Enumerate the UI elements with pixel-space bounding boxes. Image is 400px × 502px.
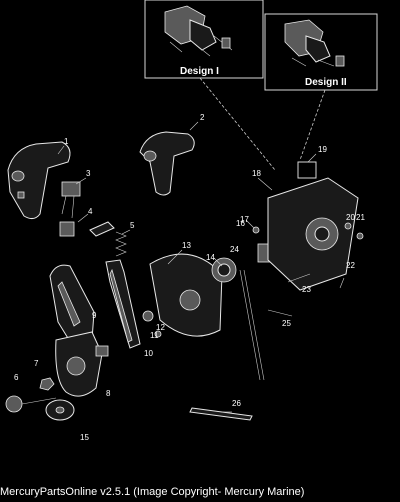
part-label-7: 7 (34, 359, 39, 368)
part-label-5: 5 (130, 221, 135, 230)
part-label-21: 21 (356, 213, 365, 222)
part-1-handle (7, 141, 71, 220)
part-7-nut (39, 377, 55, 391)
part-label-3: 3 (86, 169, 91, 178)
part-label-20: 20 (346, 213, 355, 222)
part-label-16: 16 (236, 219, 245, 228)
part-19-gasket (297, 161, 317, 179)
part-label-26: 26 (232, 399, 241, 408)
part-10-arm (105, 259, 141, 349)
part-label-17: 17 (240, 215, 249, 224)
part-2-handle (139, 131, 195, 196)
part-label-13: 13 (182, 241, 191, 250)
part-26-tie-strap (189, 407, 253, 421)
part-6-knob (5, 395, 57, 413)
part-label-11: 11 (150, 331, 159, 340)
part-label-6: 6 (14, 373, 19, 382)
copyright-caption: MercuryPartsOnline v2.5.1 (Image Copyrig… (0, 486, 305, 498)
part-25-rod (267, 309, 293, 317)
part-8-base (55, 331, 109, 397)
part-18-housing (267, 177, 359, 291)
part-17-screw (252, 226, 260, 234)
part-5-spring (115, 231, 127, 257)
part-13-plate (149, 253, 223, 337)
inset-label-design-1: Design I (180, 66, 219, 77)
part-11-12-fasteners (142, 310, 162, 338)
part-label-2: 2 (200, 113, 205, 122)
part-label-9: 9 (92, 311, 97, 320)
part-label-23: 23 (302, 285, 311, 294)
part-label-14: 14 (206, 253, 215, 262)
part-label-24: 24 (230, 245, 239, 254)
part-label-1: 1 (64, 137, 69, 146)
part-3-switch (61, 181, 81, 219)
part-label-15: 15 (80, 433, 89, 442)
part-label-4: 4 (88, 207, 93, 216)
part-label-19: 19 (318, 145, 327, 154)
part-22-pin (339, 277, 345, 289)
inset-design-2: Design II (264, 13, 378, 91)
part-label-25: 25 (282, 319, 291, 328)
part-14-bushing (211, 257, 237, 283)
part-label-12: 12 (156, 323, 165, 332)
wire-bundle (239, 269, 265, 381)
part-label-10: 10 (144, 349, 153, 358)
part-15-washer (45, 399, 75, 421)
part-label-18: 18 (252, 169, 261, 178)
inset-label-design-2: Design II (305, 77, 347, 88)
part-20-21-fasteners (344, 222, 364, 240)
part-label-8: 8 (106, 389, 111, 398)
part-4-connector (59, 221, 115, 237)
part-23-cable (287, 273, 311, 283)
part-label-22: 22 (346, 261, 355, 270)
inset-design-1: Design I (144, 0, 264, 79)
